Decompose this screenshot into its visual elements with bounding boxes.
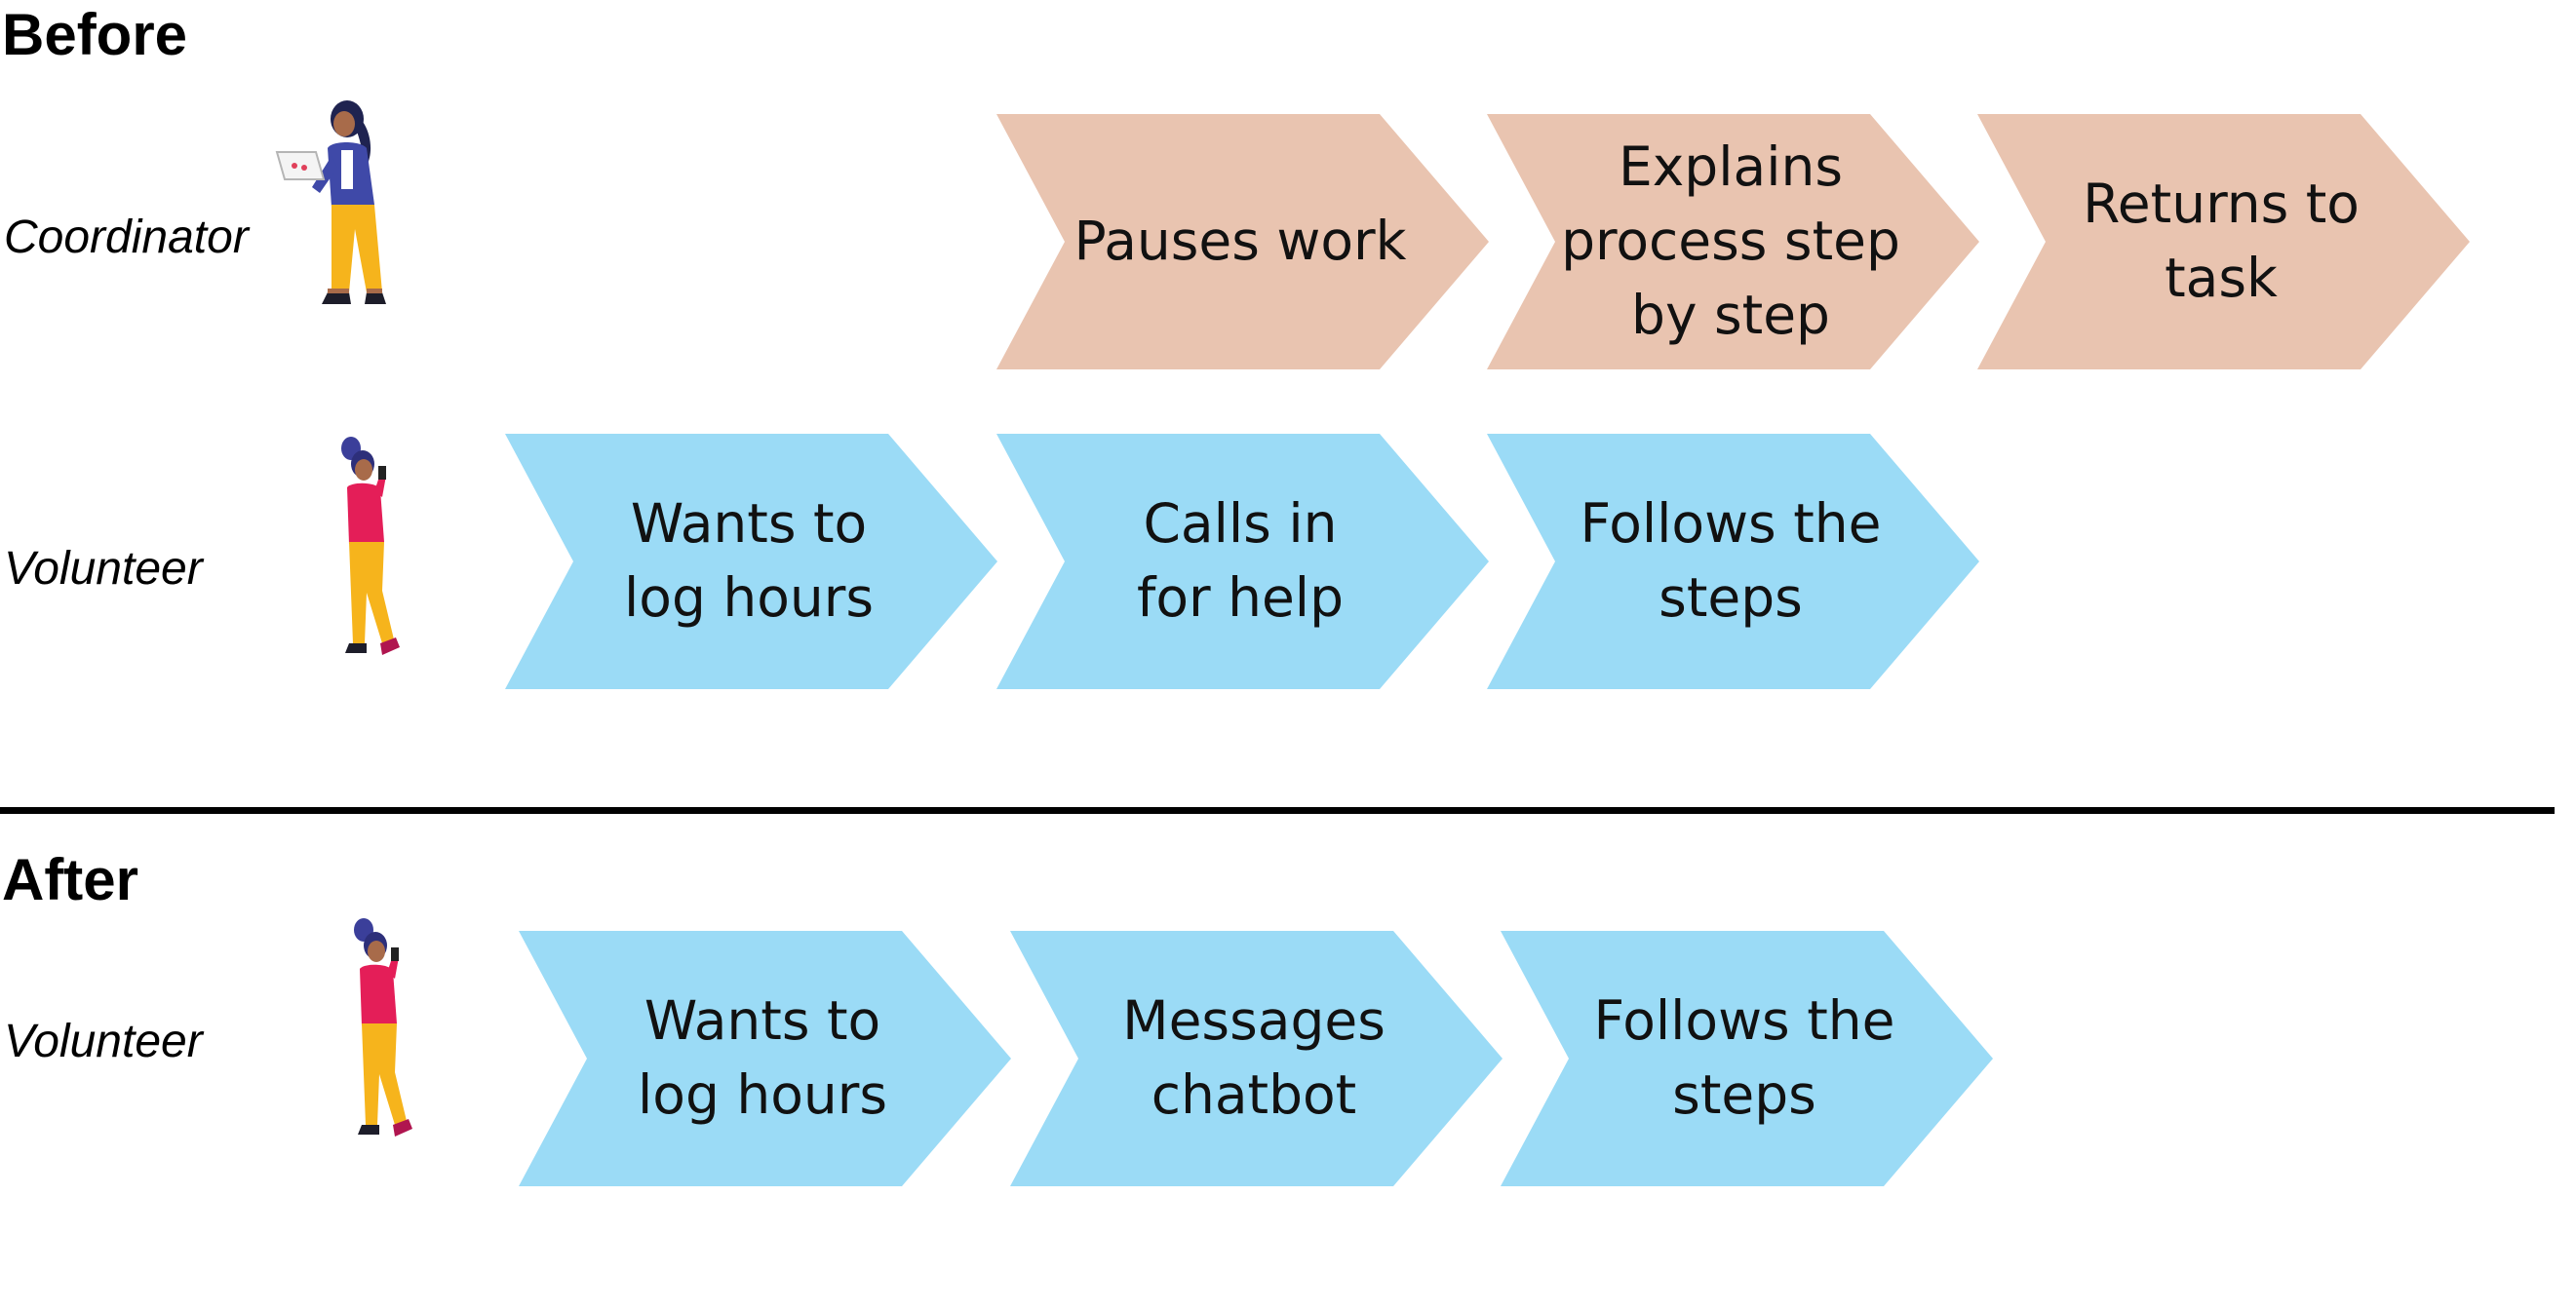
before-heading: Before [2, 2, 188, 67]
volunteer-after-step-wants-to-log-hours: Wants to log hours [519, 931, 1011, 1186]
step-label: Returns to task [2083, 173, 2360, 309]
coordinator-step-returns-to-task: Returns to task [1977, 114, 2470, 369]
chevron-shape [505, 434, 997, 689]
chevron-shape [1487, 114, 1979, 369]
volunteer-step-calls-in-for-help: Calls in for help [996, 434, 1489, 689]
chevron-shape [1010, 931, 1503, 1186]
coordinator-step-explains-process: Explains process step by step [1487, 114, 1979, 369]
volunteer-after-step-follows-the-steps: Follows the steps [1501, 931, 1993, 1186]
chevron-shape [1977, 114, 2470, 369]
section-divider [0, 807, 2555, 814]
volunteer-role-label-after: Volunteer [4, 1016, 203, 1067]
coordinator-figure-icon [273, 97, 410, 375]
volunteer-figure-icon-after [334, 916, 417, 1160]
coordinator-step-pauses-work: Pauses work [996, 114, 1489, 369]
volunteer-role-label-before: Volunteer [4, 543, 203, 595]
step-label: Follows the steps [1593, 989, 1895, 1126]
step-label: Messages chatbot [1122, 989, 1386, 1126]
volunteer-after-step-messages-chatbot: Messages chatbot [1010, 931, 1503, 1186]
step-label: Wants to log hours [624, 492, 874, 629]
chevron-shape [996, 434, 1489, 689]
step-label: Follows the steps [1580, 492, 1882, 629]
chevron-shape [1487, 434, 1979, 689]
volunteer-step-wants-to-log-hours: Wants to log hours [505, 434, 997, 689]
step-label: Calls in for help [1137, 492, 1344, 629]
step-label: Wants to log hours [638, 989, 887, 1126]
volunteer-step-follows-the-steps: Follows the steps [1487, 434, 1979, 689]
volunteer-figure-icon-before [322, 435, 405, 678]
step-label: Pauses work [1073, 210, 1407, 273]
after-heading: After [2, 847, 139, 912]
chevron-shape [1501, 931, 1993, 1186]
coordinator-role-label: Coordinator [4, 212, 249, 263]
chevron-shape [996, 114, 1489, 369]
step-label: Explains process step by step [1561, 135, 1900, 346]
chevron-shape [519, 931, 1011, 1186]
